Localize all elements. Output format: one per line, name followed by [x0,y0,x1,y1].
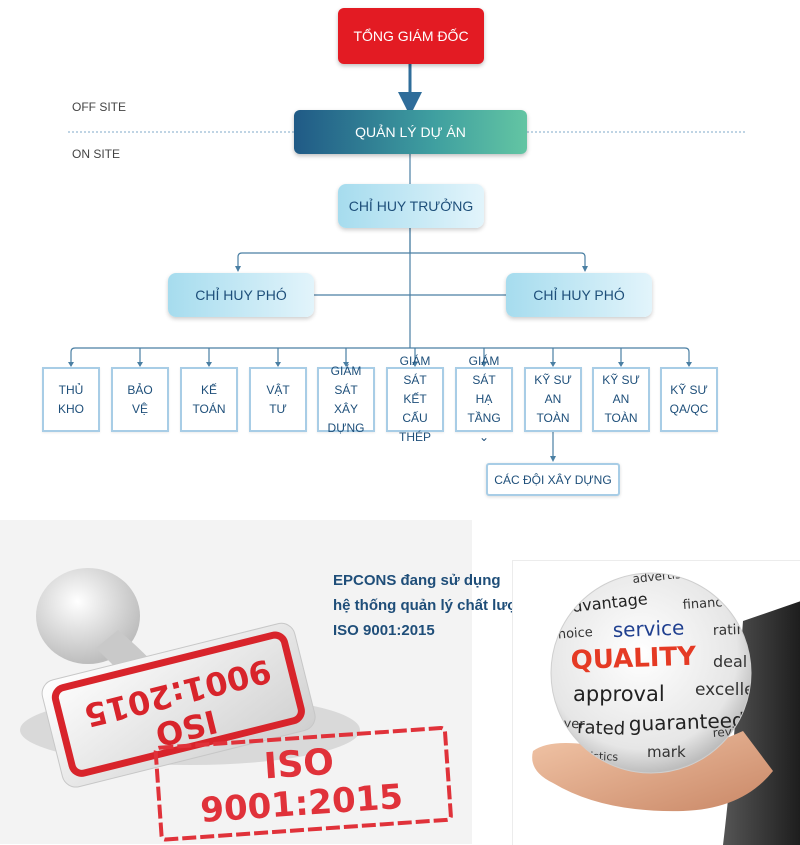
sphere-word: rated [577,717,626,740]
unit-label-line: KẾ [200,382,217,397]
site-commander-node: CHỈ HUY TRƯỞNG [338,184,484,228]
connector-lines [68,64,746,462]
imprint-iso: ISO [263,742,336,788]
unit-infrastructure-supervisor-node: GIÁM SÁT HẠ TẦNG ⌄ [455,354,513,444]
unit-steel-structure-supervisor-node: GIÁM SÁT KẾT CẤU THÉP [386,354,444,444]
sphere-word: choice [550,625,593,643]
project-manager-node: QUẢN LÝ DỰ ÁN [294,110,527,154]
unit-label-line: QA/QC [669,401,709,416]
unit-label-line: TOÁN [192,401,226,416]
unit-label-line: KẾT CẤU [402,392,428,425]
unit-label-line: HẠ TẦNG [467,392,501,425]
unit-label-line: GIÁM SÁT [399,354,431,387]
sphere-word: guaranteed [628,708,745,736]
off-site-label: OFF SITE [72,100,126,114]
sphere-word: mark [647,743,686,761]
iso-statement-line1: EPCONS đang sử dụng [333,572,501,589]
iso-stamp-photo: 9001:2015 ISO ISO 9001:2015 [0,520,472,844]
unit-label-line: ⌄ [478,430,490,444]
iso-statement: EPCONS đang sử dụng hệ thống quản lý chấ… [333,568,536,643]
units-bus [70,347,690,366]
unit-label-line: AN TOÀN [536,392,570,425]
iso-statement-line2: hệ thống quản lý chất lượng [333,597,537,614]
ceo-node: TỔNG GIÁM ĐỐC [338,8,484,64]
on-site-label: ON SITE [72,147,121,161]
unit-label-line: BẢO [127,382,153,397]
unit-safety-engineer-2-node: KỸ SƯ AN TOÀN [592,367,650,432]
unit-construction-supervisor-node: GIÁM SÁT XÂY DỰNG [317,364,375,435]
unit-label-line: VỆ [131,401,148,416]
sphere-word: QUALITY [570,642,697,676]
unit-label-line: KỸ SƯ [602,373,640,387]
deputy-commander-left-node: CHỈ HUY PHÓ [168,273,314,317]
unit-label-line: KHO [57,401,84,416]
unit-label-line: THÉP [398,430,431,444]
sphere-word: excellent [695,680,772,700]
unit-accountant-node: KẾ TOÁN [180,367,238,432]
unit-storekeeper-node: THỦ KHO [42,367,100,432]
unit-label-line: THỦ [58,382,84,397]
deputy-connector [237,252,586,271]
unit-label-line: VẬT [266,382,290,397]
sphere-word: deal [713,652,747,671]
unit-materials-node: VẬT TƯ [249,367,307,432]
sphere-word: service [612,616,684,642]
sphere-word: approval [573,682,665,706]
unit-label-line: GIÁM SÁT [468,354,500,387]
unit-label-line: TƯ [269,401,287,416]
iso-statement-line3: ISO 9001:2015 [333,622,435,639]
unit-label-line: AN TOÀN [604,392,638,425]
unit-label-line: XÂY DỰNG [327,401,365,435]
unit-label-line: KỸ SƯ [670,382,708,397]
unit-label-line: GIÁM SÁT [330,363,362,397]
unit-safety-engineer-1-node: KỸ SƯ AN TOÀN [524,367,582,432]
unit-label-line: KỸ SƯ [534,373,572,387]
unit-qaqc-engineer-node: KỸ SƯ QA/QC [660,367,718,432]
stamp-illustration: 9001:2015 ISO ISO 9001:2015 [0,520,472,844]
unit-security-node: BẢO VỆ [111,367,169,432]
deputy-commander-right-node: CHỈ HUY PHÓ [506,273,652,317]
construction-teams-node: CÁC ĐỘI XÂY DỰNG [486,463,620,496]
